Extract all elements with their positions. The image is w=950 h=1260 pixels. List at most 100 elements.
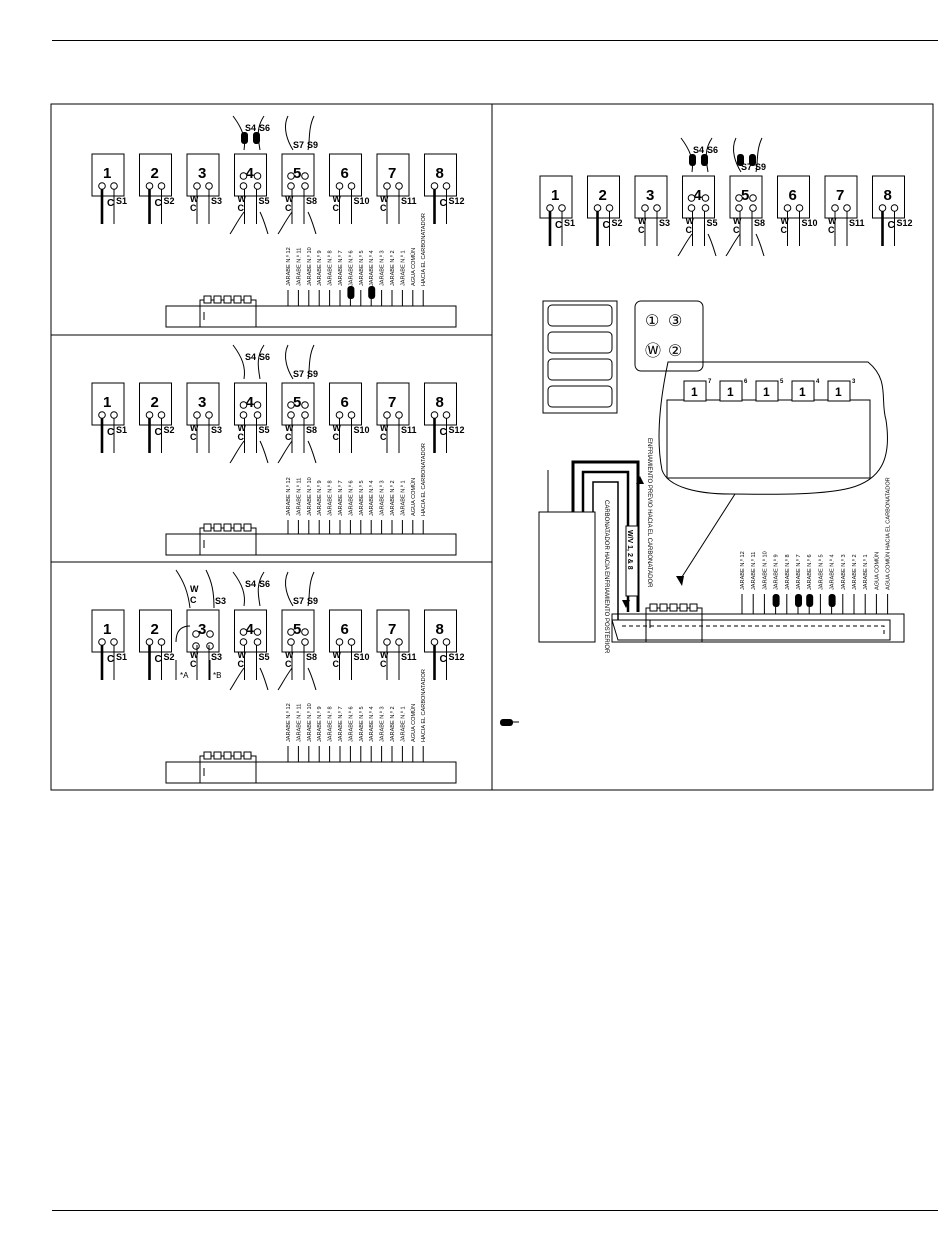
valve-letter-w: W [333,423,342,433]
connector-pin [243,751,252,760]
valve-letter-w: W [238,194,247,204]
tube [232,344,245,380]
valve-number: 1 [103,165,111,182]
valve-number: 3 [198,394,206,411]
circuit-label-s7: S7 [293,369,304,379]
port [347,638,356,646]
note-mark-a: *A [180,671,189,680]
valve-body [186,153,220,197]
circuit-label-s9: S9 [307,140,318,150]
valves-tag: W/V 1, 2 & 8 [626,530,633,570]
port [383,411,391,419]
tube [277,211,293,235]
port [749,204,757,212]
port [98,638,106,646]
legend-plug [500,719,513,726]
port [442,182,451,190]
tube-label: JARABE N.º 8 [327,706,334,742]
port [206,630,214,638]
tube-label: JARABE N.º 4 [368,480,375,516]
tube-label: JARABE N.º 9 [316,706,323,742]
tube-label: JARABE N.º 7 [337,480,344,516]
valve-body [329,382,362,426]
circuit-label: S2 [164,652,175,662]
tube-label: JARABE N.º 2 [389,706,396,742]
tube [257,571,265,607]
valve-body [539,175,573,219]
port [442,411,451,419]
valve-number: 7 [836,187,844,204]
valve-number: 8 [436,165,444,182]
keypad-symbol: ③ [668,313,682,330]
manifold-bar [165,533,457,556]
circuit-label: S8 [754,218,765,228]
tube [205,569,215,609]
circuit-label-s6: S6 [259,579,270,589]
circuit-label: S11 [849,218,865,228]
connector-pin [203,523,212,532]
circuit-label-s4: S4 [245,352,256,362]
valve-letter-w: W [638,216,647,226]
tube-label: JARABE N.º 12 [285,247,292,286]
port [335,638,344,646]
panel-button [547,331,613,354]
port [192,642,200,650]
port [239,411,248,419]
port [253,628,262,636]
manifold-connector [199,527,257,556]
valve-letter-w: W [686,216,695,226]
valve-letter-c: C [380,659,387,669]
port [239,172,248,180]
circuit-label: S5 [259,425,270,435]
port [687,204,696,212]
tube [285,571,294,607]
port [878,204,887,212]
tube-label: JARABE N.º 10 [306,703,313,742]
valve-letter-w: W [285,423,294,433]
carbonator-label: CARBONATADOR HACIA ENFRIAMIENTO POSTERIO… [603,500,609,654]
tube-plug [749,154,756,166]
circuit-label: S8 [306,196,317,206]
circuit-label: S1 [116,196,127,206]
panel-button [547,358,613,381]
tube-plug [772,594,780,607]
tube-label: HACIA EL CARBONATADOR [421,443,427,516]
tube [175,569,191,609]
valve-letter-c: C [107,427,114,438]
valve-letter-w: W [733,216,742,226]
panel-button [547,304,613,327]
valve-body [587,175,620,219]
zoom-number: 6 [744,379,748,385]
valve-letter-c: C [333,203,340,213]
tube [307,115,315,151]
valve-number: 8 [436,621,444,638]
valve-body [376,382,410,426]
zoom-number: 4 [816,379,820,385]
valve-letter-c: C [380,203,387,213]
port [287,182,295,190]
valve-body [91,609,125,653]
valve-body [281,382,315,426]
tube-label: JARABE N.º 2 [389,480,396,516]
valve-letter-c: C [285,203,292,213]
zoom-outline [658,361,888,495]
valve-body [281,609,315,653]
tube [259,440,269,464]
port [157,638,166,646]
port [335,182,344,190]
port [98,182,106,190]
tube-label: AGUA COMÚN HACIA EL CARBONATADOR [885,477,892,590]
flow-arrow [636,476,644,484]
valve-number: 5 [741,187,749,204]
valve-body [91,153,125,197]
tube-plug [806,594,814,607]
